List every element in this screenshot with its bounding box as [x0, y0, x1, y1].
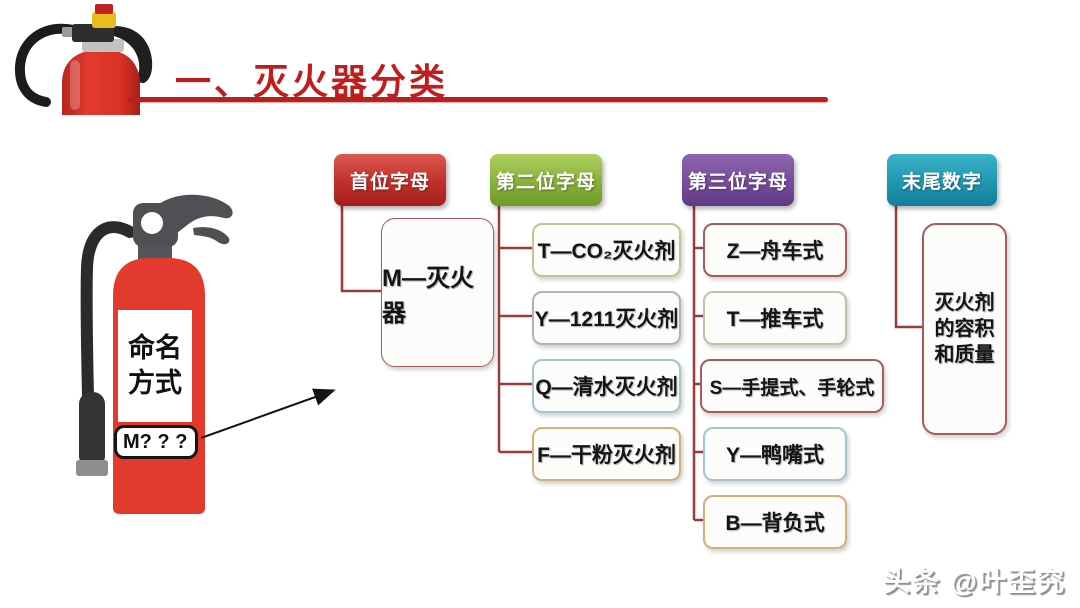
fire-extinguisher-photo-icon — [14, 4, 153, 115]
item-b-backpack-type: B—背负式 — [703, 495, 847, 549]
watermark: 头条 @叶歪究 — [883, 567, 1066, 597]
item-f-powder-agent: F—干粉灭火剂 — [532, 427, 681, 481]
column-header-third-letter: 第三位字母 — [682, 154, 794, 206]
item-y-1211-agent: Y—1211灭火剂 — [532, 291, 681, 345]
item-agent-volume-mass: 灭火剂 的容积 和质量 — [922, 223, 1007, 435]
item-t-co2-agent: T—CO₂灭火剂 — [532, 223, 681, 277]
naming-label-line1: 命名 — [128, 332, 182, 363]
naming-method-label: 命名 方式 — [118, 310, 192, 422]
pointer-arrow — [200, 388, 336, 439]
page-title: 一、灭火器分类 — [175, 61, 449, 102]
column-header-second-letter: 第二位字母 — [490, 154, 602, 206]
column-header-first-letter: 首位字母 — [334, 154, 446, 206]
item-y-duckbill-type: Y—鸭嘴式 — [703, 427, 847, 481]
connector-lines — [340, 206, 922, 522]
column-header-trailing-number: 末尾数字 — [887, 154, 997, 206]
item-t-cart-type: T—推车式 — [703, 291, 847, 345]
item-z-vehicle-type: Z—舟车式 — [703, 223, 847, 277]
item-q-water-agent: Q—清水灭火剂 — [532, 359, 681, 413]
item-m-extinguisher: M—灭火器 — [381, 218, 494, 367]
model-code-label: M? ? ? — [114, 425, 198, 459]
title-underline — [128, 97, 828, 102]
item-s-portable-type: S—手提式、手轮式 — [700, 359, 884, 413]
naming-label-line2: 方式 — [128, 368, 182, 398]
